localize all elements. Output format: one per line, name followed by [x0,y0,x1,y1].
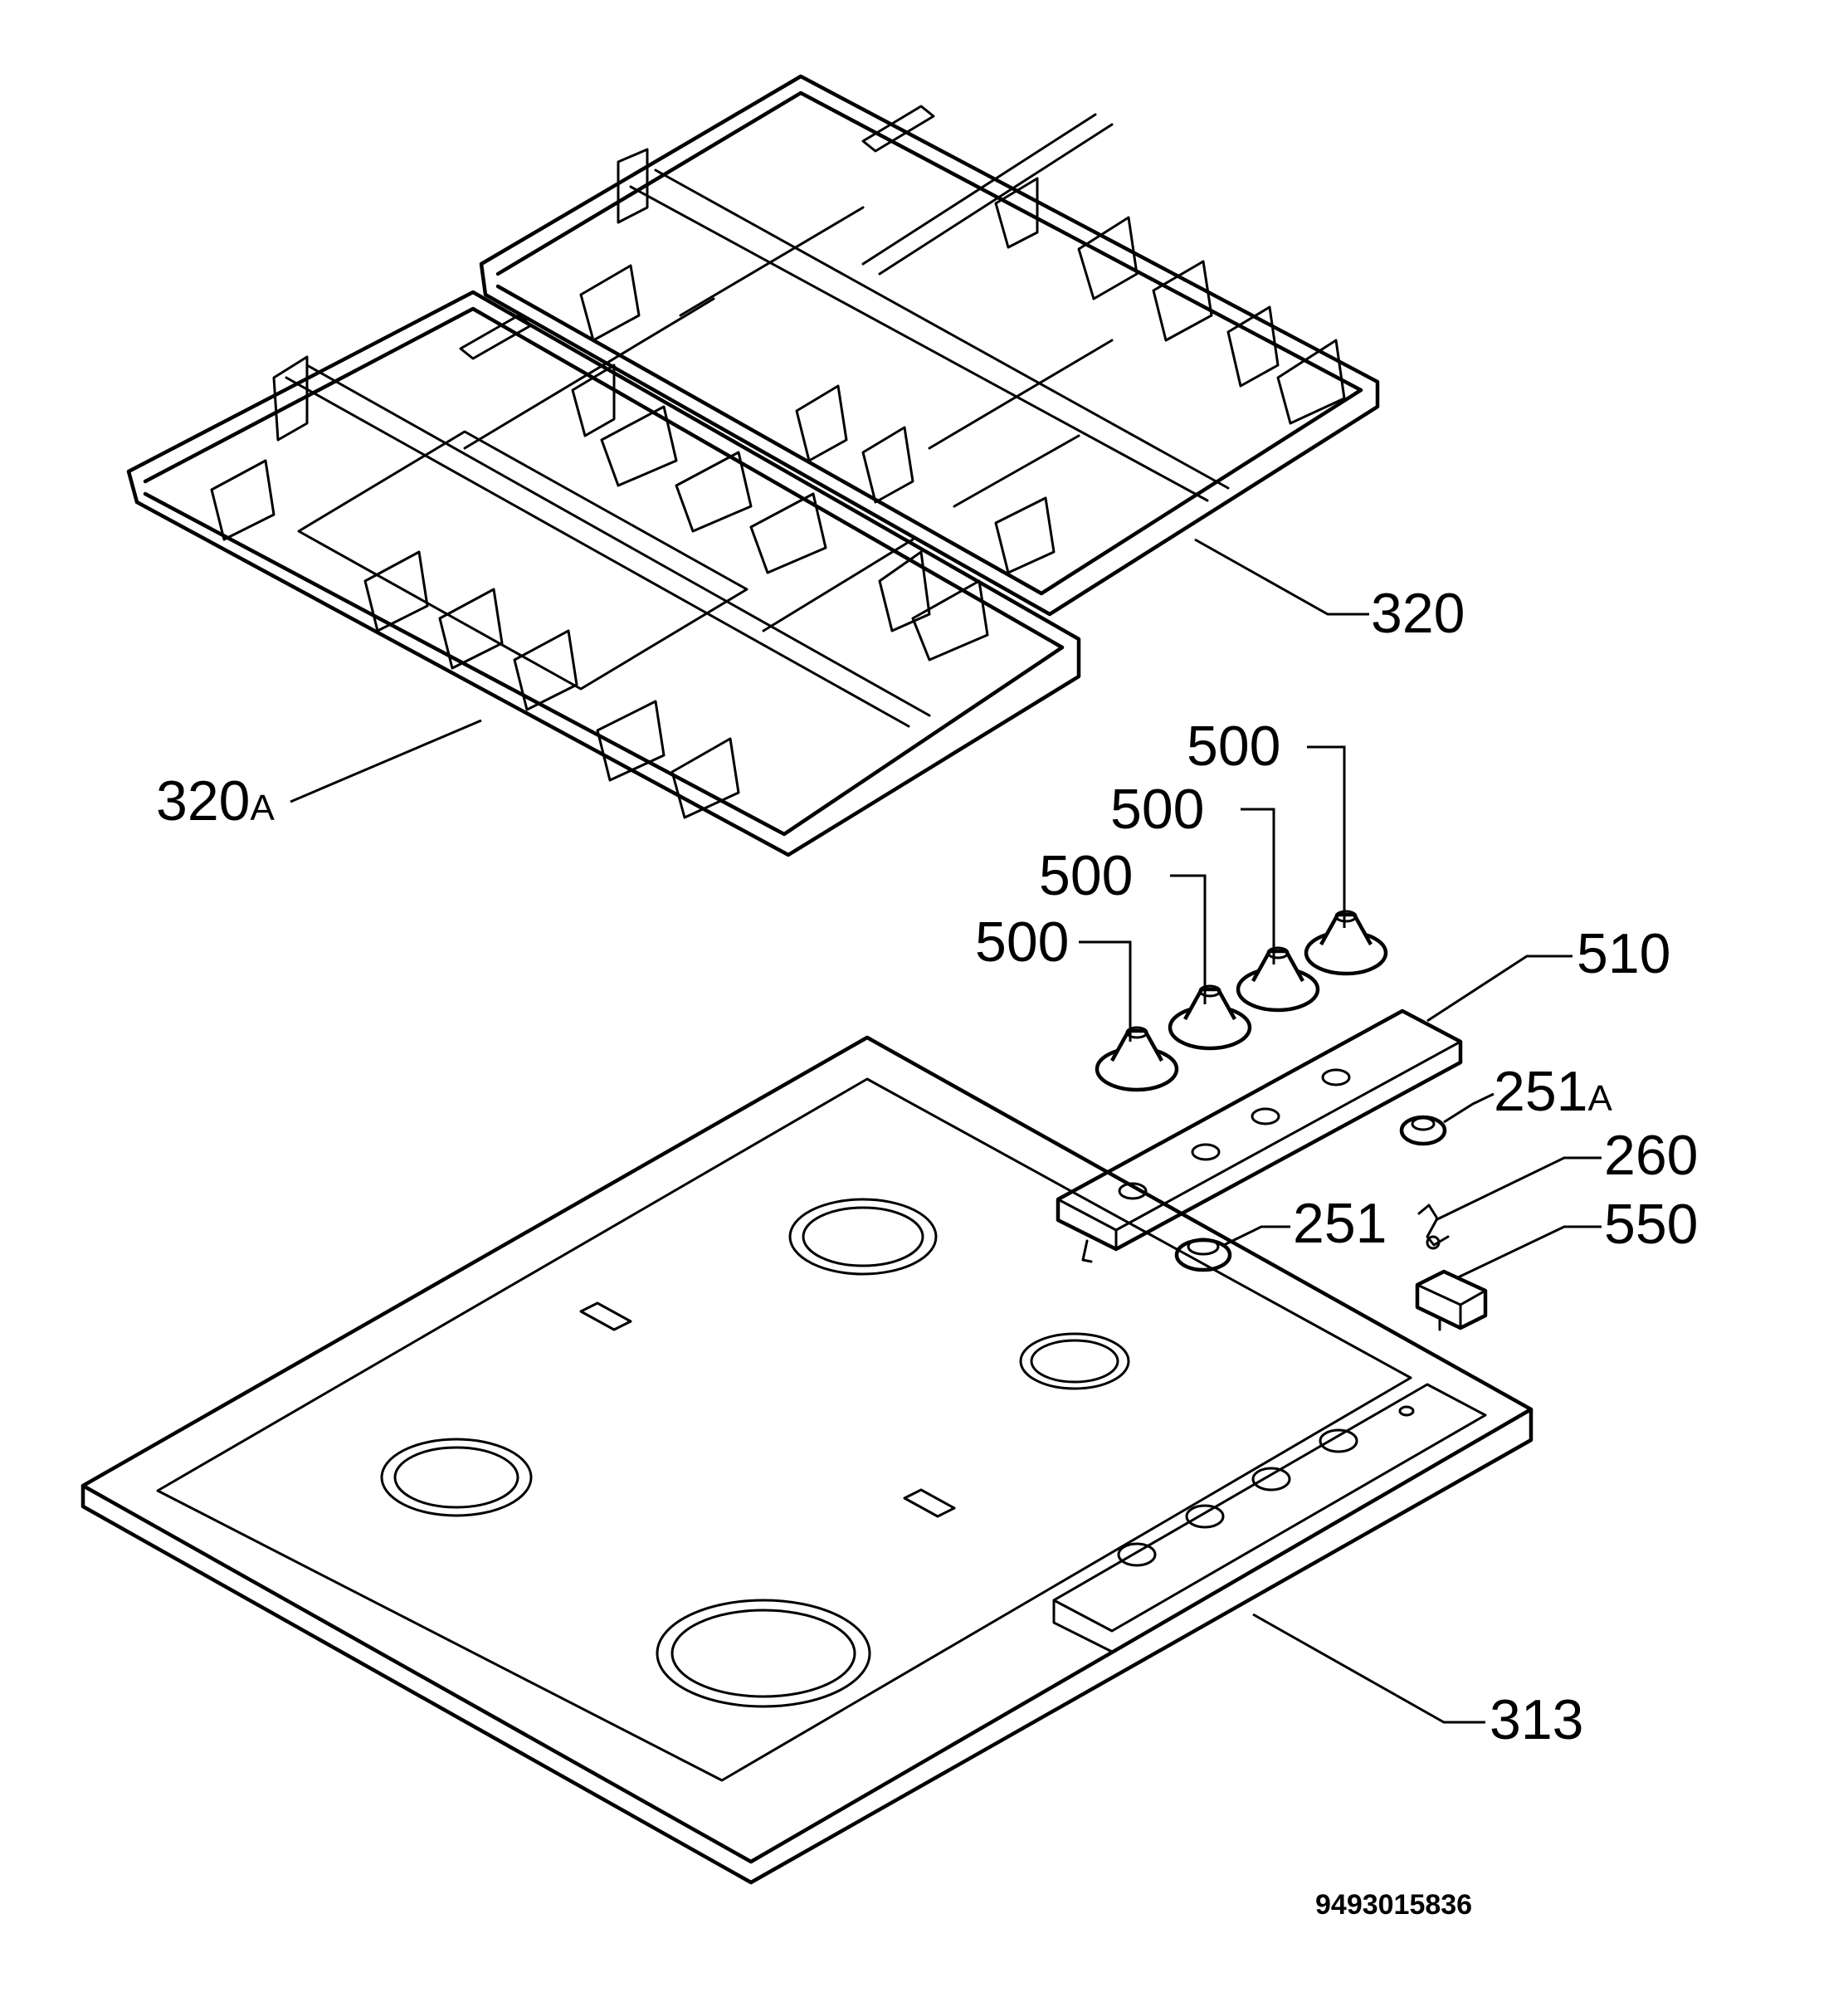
leader-251A [1443,1092,1494,1124]
leader-510 [1426,954,1573,1023]
leader-lines [290,538,1602,1724]
control-panel-510 [1056,1008,1463,1263]
callout-550: 550 [1604,1193,1698,1256]
callout-510: 510 [1577,922,1670,985]
callout-251: 251 [1293,1192,1387,1255]
callout-313: 313 [1490,1688,1583,1751]
leader-500-1 [1307,745,1346,928]
knob-1 [1095,1026,1179,1092]
knob-4 [1304,910,1388,976]
pan-support-320A [126,290,1081,857]
callout-500-4: 500 [975,911,1069,974]
callout-labels: 320 320A 500 500 500 500 510 251A 260 25… [156,582,1698,1751]
leader-251 [1223,1225,1290,1247]
leader-550 [1455,1225,1602,1280]
grommet-251A [1399,1115,1447,1146]
leader-320 [1194,538,1369,616]
hob-top-313 [80,1035,1533,1885]
callout-320A: 320A [156,769,275,832]
document-number: 9493015836 [1315,1889,1472,1921]
pan-support-320 [479,74,1380,617]
leader-500-4 [1079,940,1132,1042]
leader-500-3 [1170,874,1207,1004]
callout-500-1: 500 [1187,715,1280,778]
clip-260 [1417,1204,1450,1250]
leader-260 [1435,1156,1602,1222]
leader-500-2 [1241,808,1275,964]
leader-313 [1252,1613,1485,1724]
callout-251A: 251A [1494,1060,1612,1123]
control-knobs-500 [1095,910,1388,1092]
callout-320: 320 [1371,582,1465,645]
callout-500-2: 500 [1110,778,1204,841]
grommet-251 [1174,1238,1232,1272]
knob-3 [1236,946,1320,1013]
callout-500-3: 500 [1039,844,1133,907]
leader-320A [290,719,482,803]
connector-550 [1415,1269,1488,1331]
knob-2 [1168,984,1252,1051]
callout-260: 260 [1604,1124,1698,1187]
